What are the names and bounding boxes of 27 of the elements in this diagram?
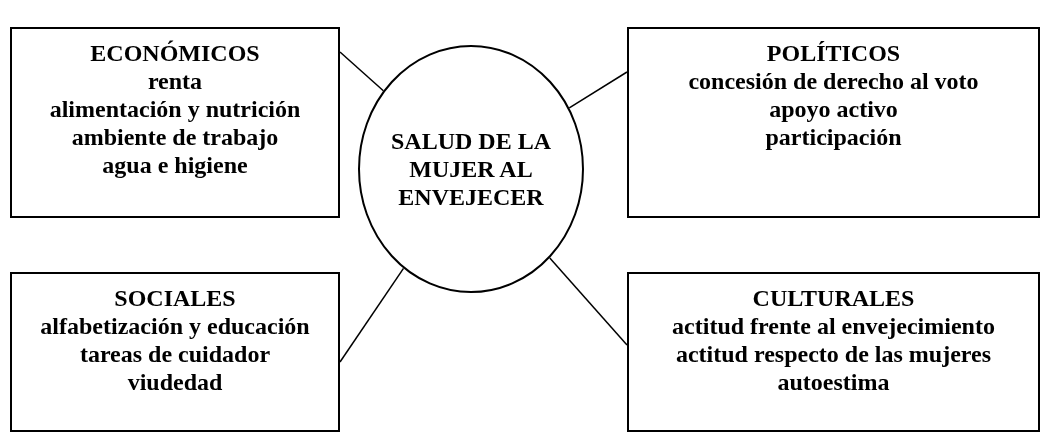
category-heading: SOCIALES [113, 284, 237, 312]
factor-item: alimentación y nutrición [48, 95, 302, 123]
category-heading: ECONÓMICOS [89, 39, 261, 67]
factor-item: agua e higiene [101, 151, 249, 179]
factor-item: renta [146, 67, 204, 95]
connector-line [339, 267, 405, 363]
category-heading: POLÍTICOS [765, 39, 902, 67]
factor-item: participación [764, 123, 903, 151]
factor-item: autoestima [776, 368, 891, 396]
category-box [627, 27, 1040, 218]
category-heading: CULTURALES [751, 284, 916, 312]
category-box [10, 272, 340, 432]
factor-item: ambiente de trabajo [70, 123, 280, 151]
connector-line [568, 71, 628, 109]
category-box [10, 27, 340, 218]
factor-item: viudedad [126, 368, 224, 396]
factor-item: apoyo activo [768, 95, 899, 123]
factor-item: actitud respecto de las mujeres [674, 340, 993, 368]
center-title: SALUD DE LA MUJER AL ENVEJECER [390, 127, 552, 211]
center-ellipse [358, 45, 584, 293]
category-box [627, 272, 1040, 432]
factor-item: tareas de cuidador [78, 340, 272, 368]
connector-line [339, 51, 385, 92]
factor-item: actitud frente al envejecimiento [671, 312, 996, 340]
factor-item: alfabetización y educación [39, 312, 311, 340]
connector-line [549, 257, 628, 346]
factor-item: concesión de derecho al voto [687, 67, 980, 95]
